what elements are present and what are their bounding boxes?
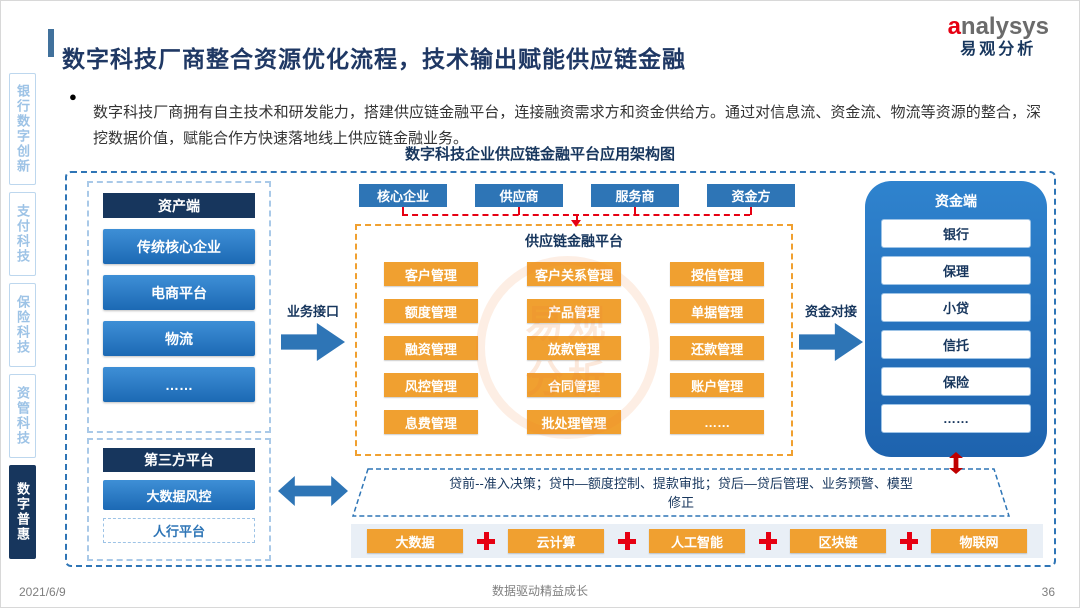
fund-side-header: 资金端 <box>935 193 977 209</box>
fund-side-panel: 资金端 银行 保理 小贷 信托 保险 …… <box>865 181 1047 457</box>
scf-platform-grid: 客户管理 客户关系管理 授信管理 额度管理 产品管理 单据管理 融资管理 放款管… <box>373 262 775 434</box>
connector-stub-2 <box>518 207 520 215</box>
platform-module-quota-mgmt: 额度管理 <box>383 299 478 323</box>
analysys-logo: analysys 易观分析 <box>948 13 1049 59</box>
fund-item-insurance: 保险 <box>881 367 1031 396</box>
tech-box-cloud-computing: 云计算 <box>508 529 604 553</box>
technology-row: 大数据 云计算 人工智能 区块链 物联网 <box>351 524 1043 558</box>
fund-item-bank: 银行 <box>881 219 1031 248</box>
tech-box-iot: 物联网 <box>931 529 1027 553</box>
connector-stub-3 <box>634 207 636 215</box>
analysys-logo-wordmark: analysys <box>947 13 1049 40</box>
fund-item-ellipsis: …… <box>881 404 1031 433</box>
asset-side-panel: 资产端 传统核心企业 电商平台 物流 …… <box>87 181 271 433</box>
plus-icon <box>899 531 919 551</box>
diagram-outer-border <box>65 171 1056 567</box>
party-service-provider: 服务商 <box>591 184 679 207</box>
business-interface-label: 业务接口 <box>286 304 339 319</box>
scf-platform-panel: 供应链金融平台 客户管理 客户关系管理 授信管理 额度管理 产品管理 单据管理 … <box>355 224 793 456</box>
sidebar-tab-insurance-tech[interactable]: 保险科技 <box>9 283 36 367</box>
category-sidebar: 银行数字创新 支付科技 保险科技 资管科技 数字普惠 <box>9 73 36 559</box>
asset-side-header: 资产端 <box>103 193 255 218</box>
platform-module-document-mgmt: 单据管理 <box>670 299 765 323</box>
party-core-enterprise: 核心企业 <box>359 184 447 207</box>
platform-module-contract-mgmt: 合同管理 <box>526 373 621 397</box>
third-party-pboc-platform: 人行平台 <box>103 518 255 543</box>
platform-module-financing-mgmt: 融资管理 <box>383 336 478 360</box>
platform-module-loan-disbursement: 放款管理 <box>526 336 621 360</box>
party-funder: 资金方 <box>707 184 795 207</box>
platform-module-interest-fee-mgmt: 息费管理 <box>383 410 478 434</box>
party-supplier: 供应商 <box>475 184 563 207</box>
fund-docking-label: 资金对接 <box>804 304 857 319</box>
connector-stub-1 <box>402 207 404 215</box>
right-arrow-icon <box>799 323 863 361</box>
platform-module-crm: 客户关系管理 <box>526 262 621 286</box>
diagram-title: 数字科技企业供应链金融平台应用架构图 <box>404 146 675 163</box>
page-title: 数字科技厂商整合资源优化流程，技术输出赋能供应链金融 <box>62 46 686 73</box>
risk-banner-shape <box>351 468 1011 517</box>
connector-stub-4 <box>750 207 752 215</box>
tech-box-bigdata: 大数据 <box>367 529 463 553</box>
fund-docking-arrow-group: 资金对接 <box>795 301 867 361</box>
scf-platform-title: 供应链金融平台 <box>525 233 623 249</box>
platform-module-batch-processing: 批处理管理 <box>526 410 621 434</box>
footer-page-number: 36 <box>1041 585 1055 599</box>
fund-item-trust: 信托 <box>881 330 1031 359</box>
footer-date: 2021/6/9 <box>19 585 66 599</box>
platform-module-ellipsis: …… <box>670 410 765 434</box>
asset-item-core-enterprise: 传统核心企业 <box>103 229 255 264</box>
plus-icon <box>758 531 778 551</box>
business-interface-arrow-group: 业务接口 <box>277 301 349 361</box>
plus-icon <box>476 531 496 551</box>
platform-module-product-mgmt: 产品管理 <box>526 299 621 323</box>
tech-box-blockchain: 区块链 <box>790 529 886 553</box>
connector-arrowhead-down-icon <box>571 220 581 227</box>
connector-center-drop <box>576 214 578 223</box>
platform-module-risk-control: 风控管理 <box>383 373 478 397</box>
analysys-logo-chinese: 易观分析 <box>960 40 1037 58</box>
platform-module-repayment-mgmt: 还款管理 <box>670 336 765 360</box>
title-accent-bar <box>48 29 54 57</box>
platform-module-credit-granting: 授信管理 <box>670 262 765 286</box>
footer-slogan: 数据驱动精益成长 <box>491 584 588 598</box>
risk-banner-text: 贷前--准入决策；贷中—额度控制、提款审批；贷后—贷后管理、业务预警、模型 修正 <box>449 475 913 511</box>
intro-paragraph: 数字科技厂商拥有自主技术和研发能力，搭建供应链金融平台，连接融资需求方和资金供给… <box>93 104 1041 147</box>
plus-icon <box>617 531 637 551</box>
sidebar-tab-asset-mgmt-tech[interactable]: 资管科技 <box>9 374 36 458</box>
third-party-bigdata-risk: 大数据风控 <box>103 480 255 510</box>
platform-module-account-mgmt: 账户管理 <box>670 373 765 397</box>
double-arrow-vertical-icon <box>949 452 963 474</box>
third-party-panel: 第三方平台 大数据风控 人行平台 <box>87 438 271 561</box>
asset-item-ecommerce: 电商平台 <box>103 275 255 310</box>
fund-item-microloan: 小贷 <box>881 293 1031 322</box>
platform-module-customer-mgmt: 客户管理 <box>383 262 478 286</box>
sidebar-tab-digital-inclusion[interactable]: 数字普惠 <box>9 465 36 559</box>
sidebar-tab-payment-tech[interactable]: 支付科技 <box>9 192 36 276</box>
bullet-icon <box>69 89 77 104</box>
tech-box-ai: 人工智能 <box>649 529 745 553</box>
third-party-header: 第三方平台 <box>103 448 255 472</box>
sidebar-tab-banking-digital[interactable]: 银行数字创新 <box>9 73 36 185</box>
right-arrow-icon <box>281 323 345 361</box>
asset-item-logistics: 物流 <box>103 321 255 356</box>
fund-item-factoring: 保理 <box>881 256 1031 285</box>
asset-item-ellipsis: …… <box>103 367 255 402</box>
